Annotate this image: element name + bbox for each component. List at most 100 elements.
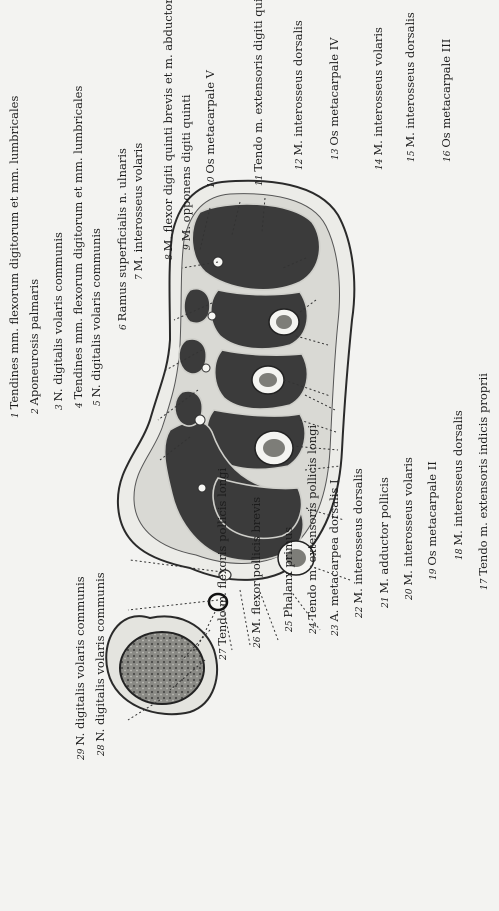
label-18: 18 M. interosseus dorsalis — [451, 410, 465, 560]
label-number: 17 — [480, 576, 490, 590]
label-text: Phalanx primus — [281, 527, 295, 618]
label-text: M. interosseus dorsalis — [403, 12, 417, 147]
label-text: N. digitalis volaris communis — [93, 572, 107, 741]
phalanx-primus-bone — [120, 632, 204, 704]
label-text: Tendo m. extensoris indicis proprii — [476, 373, 490, 576]
label-number: 4 — [75, 399, 85, 409]
tendon-b — [208, 312, 216, 320]
label-text: Os metacarpale III — [439, 39, 453, 148]
label-10: 10 Os metacarpale V — [203, 69, 217, 188]
label-number: 29 — [77, 746, 87, 761]
label-22: 22 M. interosseus dorsalis — [351, 468, 365, 619]
label-text: Ramus superficialis n. ulnaris — [115, 148, 129, 321]
label-text: Tendines mm. flexorum digitorum et mm. l… — [7, 96, 21, 410]
os-metacarpale-v — [269, 309, 299, 335]
label-number: 2 — [31, 405, 41, 415]
label-3: 3 N. digitalis volaris communis — [51, 232, 65, 410]
label-15: 15 M. interosseus dorsalis — [403, 12, 417, 162]
label-text: M. flexor digiti quinti brevis et m. abd… — [161, 0, 175, 251]
label-23: 23 A. metacarpea dorsalis I — [327, 479, 341, 637]
label-6: 6 Ramus superficialis n. ulnaris — [115, 148, 129, 330]
label-text: M. opponens digiti quinti — [179, 94, 193, 241]
label-text: Os metacarpale IV — [327, 37, 341, 146]
label-number: 15 — [407, 148, 417, 162]
label-29: 29 N. digitalis volaris communis — [73, 576, 87, 761]
label-number: 8 — [165, 251, 175, 260]
tendon-d — [195, 415, 205, 425]
label-number: 12 — [295, 156, 305, 170]
label-text: Tendo m. extensoris pollicis longi — [305, 424, 319, 619]
label-number: 14 — [375, 156, 385, 170]
label-number: 27 — [219, 646, 229, 661]
label-number: 3 — [55, 401, 65, 410]
label-11: 11 Tendo m. extensoris digiti quinti pro… — [251, 0, 265, 186]
label-number: 16 — [443, 148, 453, 162]
label-number: 6 — [119, 321, 129, 330]
label-text: M. interosseus volaris — [371, 27, 385, 156]
label-text: M. flexor pollicis brevis — [249, 497, 263, 634]
os-metacarpale-iii — [255, 431, 293, 465]
label-4: 4 Tendines mm. flexorum digitorum et mm.… — [71, 86, 85, 409]
label-16: 16 Os metacarpale III — [439, 39, 453, 162]
label-7: 7 M. interosseus volaris — [131, 143, 145, 280]
label-text: Tendo m. extensoris digiti quinti propri… — [251, 0, 265, 172]
hypothenar-muscles — [192, 204, 320, 290]
label-number: 9 — [183, 241, 193, 250]
label-5: 5 N. digitalis volaris communis — [89, 228, 103, 406]
label-number: 5 — [93, 397, 103, 406]
label-2: 2 Aponeurosis palmaris — [27, 279, 41, 415]
label-text: Os metacarpale II — [425, 461, 439, 565]
thumb — [106, 570, 231, 714]
label-text: M. interosseus dorsalis — [351, 468, 365, 603]
label-number: 24 — [309, 620, 319, 635]
label-text: N. digitalis volaris communis — [89, 228, 103, 397]
label-text: Tendo m. flexoris pollicis longi — [215, 468, 229, 646]
label-number: 11 — [255, 172, 265, 186]
label-24: 24 Tendo m. extensoris pollicis longi — [305, 424, 319, 635]
label-text: M. interosseus dorsalis — [291, 20, 305, 155]
label-8: 8 M. flexor digiti quinti brevis et m. a… — [161, 0, 175, 260]
label-9: 9 M. opponens digiti quinti — [179, 94, 193, 250]
label-number: 13 — [331, 146, 341, 160]
label-12: 12 M. interosseus dorsalis — [291, 20, 305, 170]
label-20: 20 M. interosseus volaris — [401, 457, 415, 601]
flexor-group-small-1 — [184, 289, 210, 323]
label-text: Tendines mm. flexorum digitorum et mm. l… — [71, 86, 85, 400]
label-number: 10 — [207, 174, 217, 188]
label-text: N. digitalis volaris communis — [73, 576, 87, 745]
label-25: 25 Phalanx primus — [281, 527, 295, 633]
label-number: 7 — [135, 271, 145, 280]
label-19: 19 Os metacarpale II — [425, 461, 439, 580]
label-number: 22 — [355, 604, 365, 619]
label-text: Aponeurosis palmaris — [27, 279, 41, 407]
label-number: 28 — [97, 742, 107, 757]
label-number: 25 — [285, 618, 295, 633]
label-21: 21 M. adductor pollicis — [377, 477, 391, 609]
tendon-e — [198, 484, 206, 492]
tendon-c — [202, 364, 210, 372]
label-1: 1 Tendines mm. flexorum digitorum et mm.… — [7, 96, 21, 418]
label-number: 26 — [253, 634, 263, 649]
label-13: 13 Os metacarpale IV — [327, 37, 341, 160]
label-27: 27 Tendo m. flexoris pollicis longi — [215, 468, 229, 661]
label-number: 18 — [455, 546, 465, 560]
label-number: 20 — [405, 586, 415, 601]
os-metacarpale-iv — [252, 366, 284, 394]
label-text: Os metacarpale V — [203, 69, 217, 173]
label-number: 19 — [429, 566, 439, 580]
label-text: M. interosseus volaris — [131, 143, 145, 272]
label-14: 14 M. interosseus volaris — [371, 27, 385, 170]
label-text: M. adductor pollicis — [377, 477, 391, 594]
label-number: 23 — [331, 622, 341, 637]
label-text: M. interosseus dorsalis — [451, 410, 465, 545]
label-text: M. interosseus volaris — [401, 457, 415, 586]
label-number: 21 — [381, 594, 391, 609]
label-text: N. digitalis volaris communis — [51, 232, 65, 401]
label-28: 28 N. digitalis volaris communis — [93, 572, 107, 757]
label-text: A. metacarpea dorsalis I — [327, 479, 341, 622]
label-17: 17 Tendo m. extensoris indicis proprii — [476, 373, 490, 590]
label-26: 26 M. flexor pollicis brevis — [249, 497, 263, 649]
label-number: 1 — [11, 409, 21, 418]
